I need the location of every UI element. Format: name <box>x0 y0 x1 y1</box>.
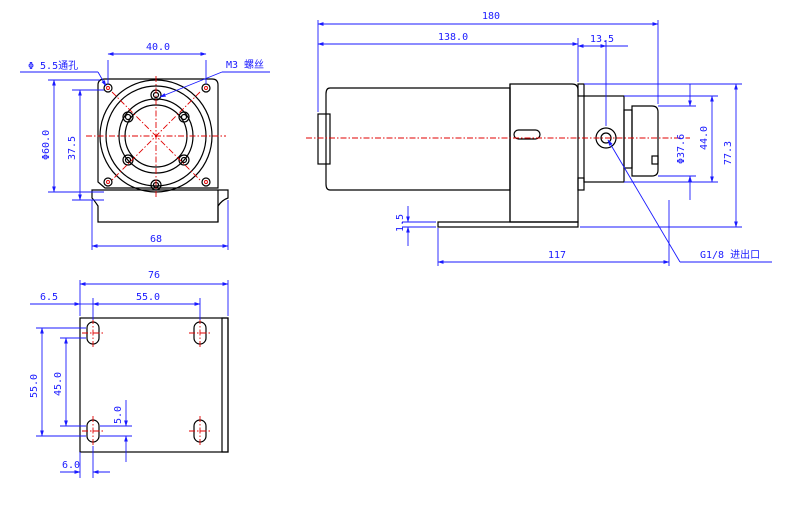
dim-total-length: 180 <box>482 11 500 22</box>
front-centerline-d2 <box>111 91 201 181</box>
dim-edge: 6.5 <box>40 292 58 303</box>
dim-height-inner: 45.0 <box>53 372 64 396</box>
flange-tab <box>577 177 585 191</box>
dim-bottom-width: 76 <box>148 270 160 281</box>
dim-bottom-edge: 6.0 <box>62 460 80 471</box>
motor-vent-slot <box>513 129 541 140</box>
pump-cap-notch <box>651 155 659 165</box>
dim-hole-spacing: 40.0 <box>146 42 170 53</box>
leader-thread-arrow <box>159 71 223 98</box>
dim-hole: Φ 5.5通孔 <box>28 60 78 72</box>
motor-body <box>325 87 511 191</box>
mounting-slots <box>86 321 207 443</box>
leader-port <box>607 139 681 263</box>
leader-hole-arrow <box>97 71 107 87</box>
pump-head <box>583 95 625 183</box>
base-plate <box>437 221 579 228</box>
front-view: 40.0 Φ 5.5通孔 M3 螺丝 Φ60.0 37.5 68 <box>20 42 270 250</box>
dim-slot-spacing: 55.0 <box>136 292 160 303</box>
pump-cover <box>623 109 633 169</box>
bottom-view: 76 6.5 55.0 55.0 45.0 5.0 6.0 <box>29 270 229 478</box>
dim-height: 77.3 <box>723 141 734 165</box>
dim-port-offset: 13.5 <box>590 34 614 45</box>
port-label: G1/8 进出口 <box>700 248 760 261</box>
side-view: 180 138.0 13.5 Φ37.6 44.0 77.3 1.5 <box>306 11 772 266</box>
base-plate-edge <box>221 317 229 453</box>
dim-base-length: 117 <box>548 250 566 261</box>
dim-diameter: Φ60.0 <box>41 130 52 160</box>
flange-tab <box>577 83 585 97</box>
dim-d2: 44.0 <box>699 126 710 150</box>
dim-motor-length: 138.0 <box>438 32 468 43</box>
dim-thread: M3 螺丝 <box>226 59 264 71</box>
dim-base-thickness: 1.5 <box>395 214 406 232</box>
front-bracket-outline <box>91 189 229 223</box>
pump-cap <box>631 105 659 177</box>
dim-width: 68 <box>150 234 162 245</box>
dim-d1: Φ37.6 <box>676 134 687 164</box>
dim-offset: 37.5 <box>67 136 78 160</box>
dim-height-outer: 55.0 <box>29 374 40 398</box>
slot-centerlines <box>82 318 211 446</box>
gearbox-body <box>509 83 579 223</box>
motor-endcap <box>317 113 331 165</box>
dim-slot-length: 5.0 <box>113 406 124 424</box>
front-flange-outline <box>97 78 219 189</box>
